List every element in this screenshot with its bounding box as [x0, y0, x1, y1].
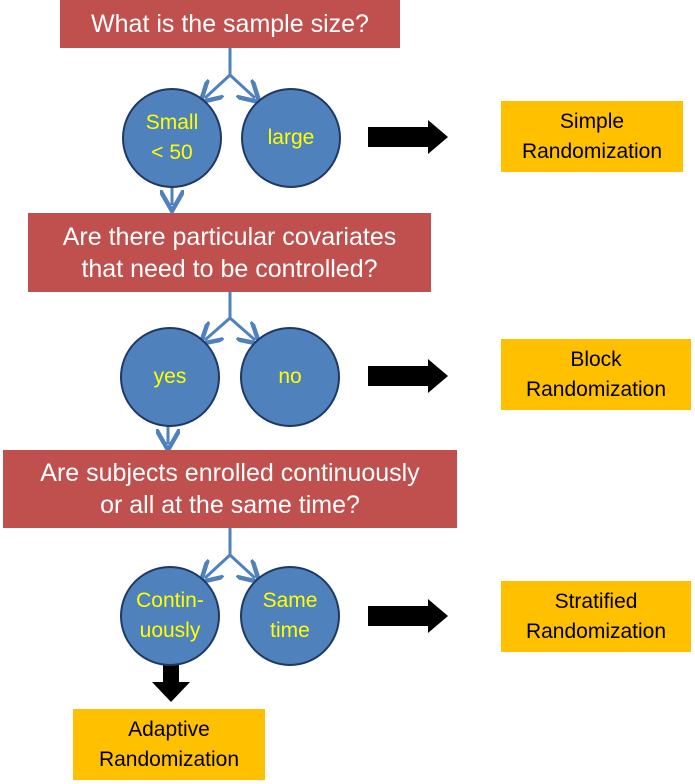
option-yes-text: yes: [153, 365, 187, 388]
result-simple-text: Simple Randomization: [521, 109, 663, 163]
question-sample-size-text: What is the sample size?: [91, 10, 369, 38]
option-small: Small < 50: [122, 88, 222, 188]
question-sample-size: What is the sample size?: [60, 0, 400, 48]
fork-connector-q2: [205, 292, 255, 340]
result-block-text: Block Randomization: [525, 347, 667, 401]
option-yes: yes: [120, 327, 220, 427]
option-same-time: Same time: [240, 566, 340, 666]
black-arrow-to-simple: [368, 120, 448, 154]
result-adaptive-randomization: Adaptive Randomization: [73, 709, 265, 780]
result-stratified-text: Stratified Randomization: [525, 589, 667, 643]
option-no-text: no: [278, 365, 302, 388]
result-block-randomization: Block Randomization: [501, 339, 691, 410]
result-simple-randomization: Simple Randomization: [501, 101, 683, 172]
option-continuously: Contin- uously: [120, 566, 220, 666]
option-same-time-text: Same time: [262, 589, 318, 642]
fork-connector-q1: [205, 48, 255, 98]
option-no: no: [240, 327, 340, 427]
black-arrow-to-block: [368, 359, 448, 393]
black-arrow-to-adaptive: [152, 663, 190, 702]
question-covariates: Are there particular covariates that nee…: [28, 213, 431, 292]
black-arrow-to-stratified: [368, 599, 448, 633]
result-adaptive-text: Adaptive Randomization: [98, 717, 240, 771]
option-large-text: large: [267, 126, 315, 149]
option-large: large: [241, 88, 341, 188]
fork-connector-q3: [205, 528, 255, 578]
result-stratified-randomization: Stratified Randomization: [501, 581, 691, 652]
option-continuously-text: Contin- uously: [136, 589, 204, 642]
question-enrollment: Are subjects enrolled continuously or al…: [3, 450, 457, 528]
question-covariates-text: Are there particular covariates that nee…: [62, 222, 397, 283]
question-enrollment-text: Are subjects enrolled continuously or al…: [40, 459, 420, 519]
option-small-text: Small < 50: [145, 111, 199, 164]
